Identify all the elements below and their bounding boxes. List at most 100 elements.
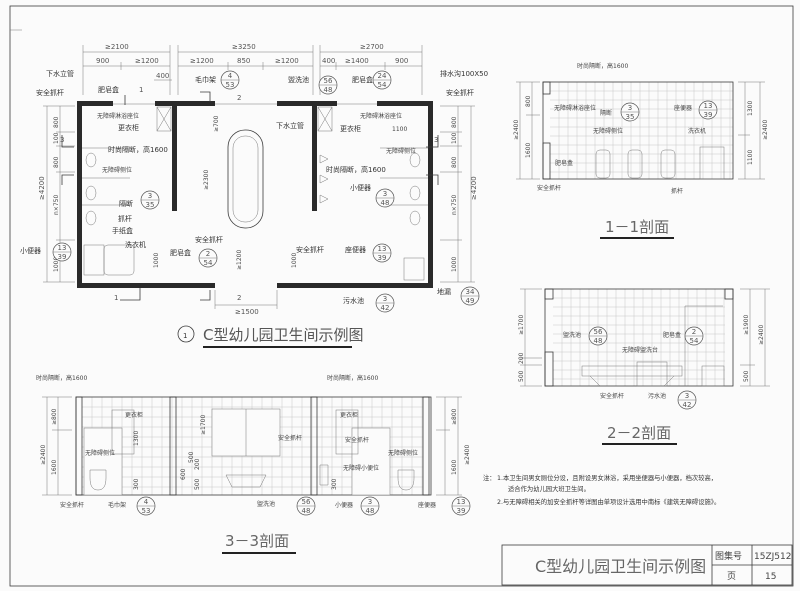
drawing-label: 洗衣机 [688,127,706,135]
plan-label: 无障碍侧位 [102,166,132,174]
plan-label: 盥洗池 [288,75,309,84]
dim-text: 400 [156,72,169,80]
drawing-label: 3 [685,392,689,400]
drawing-label: ≥800 [451,408,458,425]
drawing-label: 500 [743,370,750,382]
atlas-number: 15ZJ512 [754,552,791,562]
drawing-label: 49 [466,297,475,305]
drawing-title: C型幼儿园卫生间示例图 [535,557,706,576]
plan-label: 安全抓杆 [36,88,64,97]
dim-text: ≥1200 [236,250,243,270]
dim-text: 100 [451,132,458,144]
plan-label: 1100 [392,126,407,133]
drawing-label: 2 [206,250,210,258]
drawing-label: 抓杆 [671,187,683,195]
drawing-label: 座便器 [674,104,692,112]
drawing-label: ≥2400 [762,120,769,140]
plan-label: 小便器 [350,183,371,192]
drawing-label: 无障碍小便位 [343,464,379,472]
drawing-label: 毛巾架 [108,501,126,509]
dim-text: ≥4200 [470,176,478,200]
drawing-label: 300 [331,478,338,490]
drawing-label: 更衣柜 [340,411,358,419]
drawing-label: 安全抓杆 [345,436,369,444]
drawing-label: 56 [594,328,603,336]
drawing-label: 更衣柜 [125,411,143,419]
plan-label: 下水立管 [46,69,74,78]
plan-index: 1 [183,332,187,340]
drawing-label: 3 [383,190,387,198]
drawing-label: 肥皂盒 [663,331,681,339]
drawing-label: 39 [58,253,67,261]
drawing-label: 200 [518,352,525,364]
drawing-label: 56 [302,498,311,506]
drawing-label: 13 [704,102,713,110]
drawing-label: 53 [142,507,151,515]
drawing-label: 35 [146,201,155,209]
drawing-label: 无障碍侧位 [85,449,115,457]
drawing-label: 无障碍盥洗台 [622,346,658,354]
section-mark: 3 [434,136,438,144]
drawing-label: 500 [518,370,525,382]
drawing-label: 24 [378,72,387,80]
drawing-label: 1.本卫生间男女厕位分设，且附设男女淋浴，采用坐便器与小便器，档次较高， [497,473,717,482]
plan-label: 毛巾架 [195,75,216,84]
drawing-label: 盥洗池 [563,331,581,339]
drawing-label: 500 [188,451,195,463]
plan-label: 肥皂盒 [98,85,119,94]
detail-callout: 342 [375,293,395,313]
dim-text: 850 [237,57,250,65]
notes: 注： 1.本卫生间男女厕位分设，且附设男女淋浴，采用坐便器与小便器，档次较高， … [483,473,720,506]
detail-callout: 348 [360,496,380,516]
detail-callout: 342 [677,390,697,410]
drawing-label: 座便器 [418,501,436,509]
drawing-label: ≥2400 [40,445,47,465]
drawing-label: 肥皂盒 [555,159,573,167]
drawing-label: 56 [324,77,333,85]
drawing-label: 盥洗池 [257,500,275,508]
title-block: C型幼儿园卫生间示例图 图集号 15ZJ512 页 15 [501,544,793,586]
drawing-label: 42 [381,304,390,312]
plan-label: 地漏 [437,287,451,296]
dim-text: 800 [53,116,60,128]
plan-label: 排水沟100X50 [440,69,488,78]
drawing-label: 34 [466,288,475,296]
dim-text: ≥700 [213,115,220,132]
detail-callout: 348 [375,188,395,208]
drawing-label: 1600 [451,460,458,475]
dim-text: ≥2300 [203,170,210,190]
drawing-label: 3 [628,104,632,112]
plan-label: 安全抓杆 [446,88,474,97]
drawing-label: 1600 [525,143,532,158]
section-3-3: 时尚隔断，高1600 时尚隔断，高1600 更衣柜 更衣柜 无障碍侧位 无障碍侧… [36,374,471,554]
plan-label: 无障碍淋浴座位 [360,112,402,120]
drawing-label: 3 [368,498,372,506]
plan-label: 抓杆 [118,214,132,223]
plan-label: 时尚隔断，高1600 [108,145,168,154]
section-title: 1－1剖面 [605,218,669,236]
section-mark: 1 [114,294,118,302]
drawing-label: 安全抓杆 [278,434,302,442]
drawing-label: 48 [381,199,390,207]
drawing-label: 安全抓杆 [600,392,624,400]
drawing-label: 48 [302,507,311,515]
drawing-label: ≥1700 [518,315,525,335]
drawing-label: 4 [228,72,233,80]
drawing-label: 1600 [51,460,58,475]
dim-text: ≥1200 [190,57,214,65]
drawing-label: 安全抓杆 [537,184,561,192]
dim-text: ≥3250 [232,43,256,51]
drawing-label: 时尚隔断，高1600 [36,374,87,382]
dim-text: ≥2100 [105,43,129,51]
section-title: 3－3剖面 [225,532,289,550]
detail-callout: 453 [220,70,240,90]
detail-callout: 453 [136,496,156,516]
dim-text: 400 [322,57,335,65]
drawing-label: ≥2400 [513,120,520,140]
drawing-label: 54 [378,81,387,89]
